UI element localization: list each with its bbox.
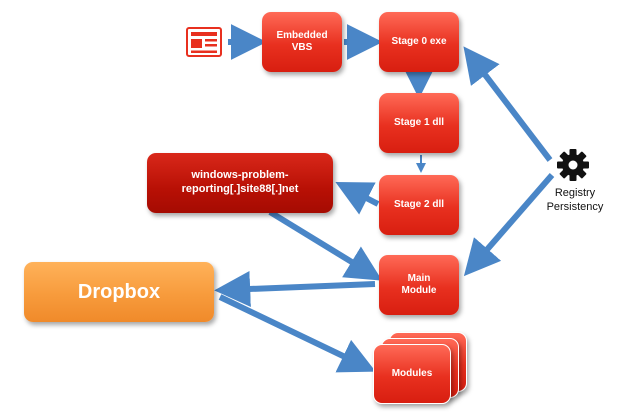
node-dropbox: Dropbox [24,262,214,322]
node-stage2-dll: Stage 2 dll [379,175,459,235]
node-domain-label: windows-problem- reporting[.]site88[.]ne… [181,169,299,195]
arrow-stage2-to-domain [335,182,380,215]
node-stage2-label: Stage 2 dll [393,198,444,210]
node-main-module: Main Module [379,255,459,315]
document-icon [186,27,222,57]
node-stage1-label: Stage 1 dll [393,116,444,128]
node-modules: Modules [373,344,451,404]
arrow-registry-to-stage0 [463,46,553,162]
node-embedded-vbs-label: Embedded VBS [276,29,328,54]
node-main-module-label: Main Module [401,272,437,297]
gear-icon [556,148,590,182]
node-embedded-vbs: Embedded VBS [262,12,342,72]
node-stage0-exe: Stage 0 exe [379,12,459,72]
registry-persistency-label: Registry Persistency [546,187,604,214]
arrow-registry-to-main-module [463,173,555,277]
node-modules-label: Modules [391,367,433,379]
node-stage0-label: Stage 0 exe [391,35,447,47]
node-domain: windows-problem- reporting[.]site88[.]ne… [147,153,333,213]
arrow-main-module-to-dropbox [214,271,376,307]
node-stage1-dll: Stage 1 dll [379,93,459,153]
arrow-domain-to-main-module [268,209,383,281]
node-dropbox-label: Dropbox [77,280,161,303]
arrow-dropbox-to-modules [218,294,376,373]
